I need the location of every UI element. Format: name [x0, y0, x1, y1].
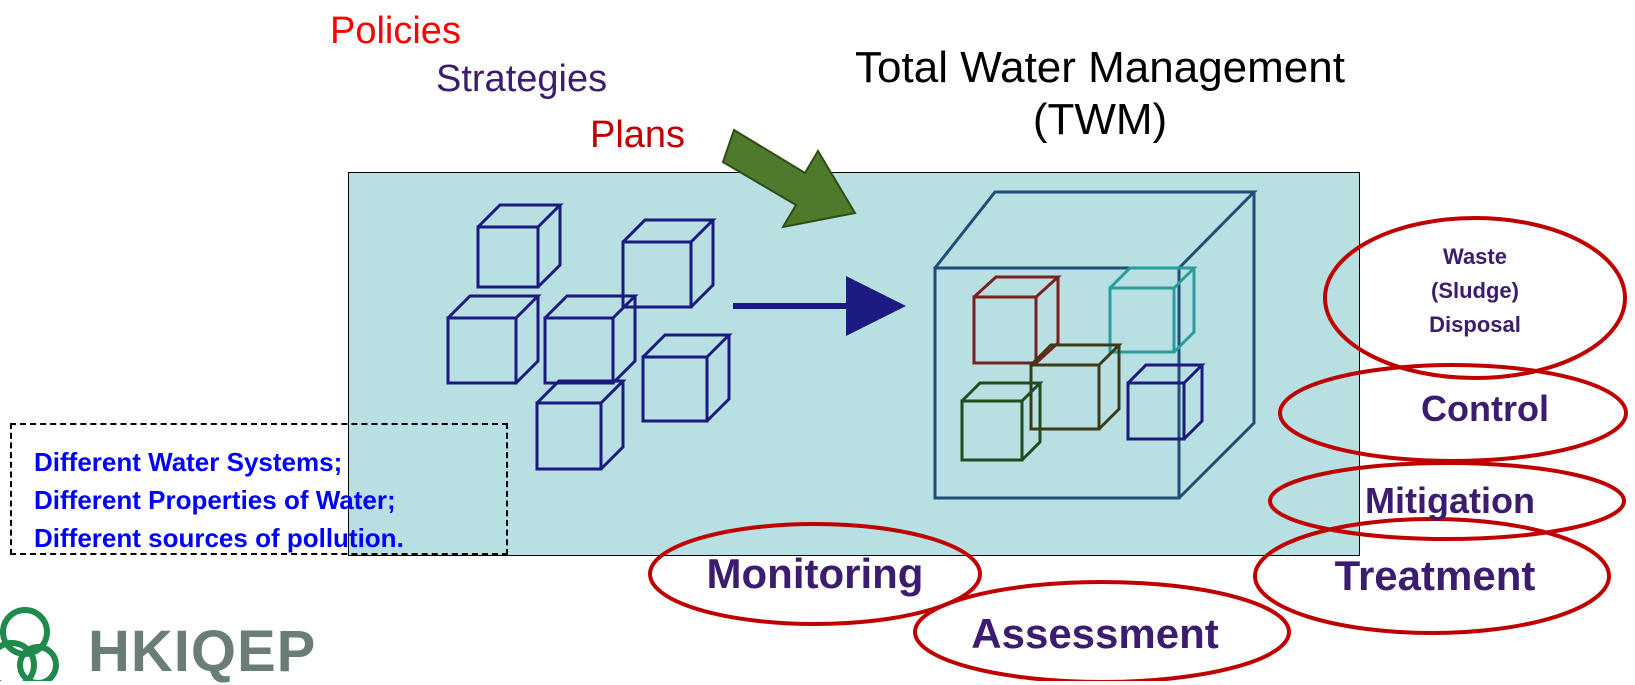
control-label: Control: [1421, 388, 1549, 429]
assessment-oval: [913, 580, 1291, 681]
note-box: Different Water Systems; Different Prope…: [10, 423, 508, 555]
teal-cube-icon: [1108, 266, 1198, 354]
title-line-1: Total Water Management: [855, 43, 1345, 92]
ovals: [648, 216, 1628, 681]
cube-icon: [621, 218, 717, 309]
waste-oval: [1323, 216, 1627, 380]
waste-label: Waste (Sludge) Disposal: [1380, 240, 1570, 342]
monitoring-oval: [648, 522, 982, 626]
waste-line-2: (Sludge): [1431, 278, 1519, 303]
waste-line-3: Disposal: [1429, 312, 1521, 337]
control-oval: [1278, 363, 1628, 463]
cube-icon: [446, 294, 542, 385]
cube-icon: [476, 203, 564, 289]
strategies-label: Strategies: [436, 58, 608, 100]
scattered-cubes: [446, 203, 733, 471]
input-arrow: [721, 128, 857, 229]
mitigation-oval: [1268, 461, 1626, 541]
cube-icon: [543, 294, 639, 385]
hkiqep-logo-icon: [0, 607, 59, 681]
green-cube-icon: [960, 381, 1044, 462]
blue-cube-icon: [1126, 363, 1206, 441]
cube-icon: [641, 333, 733, 423]
policies-label: Policies: [330, 10, 461, 52]
diagram-title: Total Water Management (TWM): [830, 42, 1370, 146]
note-line-3: Different sources of pollution.: [34, 523, 404, 553]
title-line-2: (TWM): [1032, 95, 1168, 144]
cube-icon: [535, 379, 627, 471]
logo-text: HKIQEP: [88, 619, 317, 684]
monitoring-label: Monitoring: [706, 550, 924, 597]
red-cube-icon: [972, 275, 1062, 365]
mitigation-label: Mitigation: [1365, 480, 1535, 521]
note-line-2: Different Properties of Water;: [34, 485, 396, 515]
plans-label: Plans: [590, 114, 686, 156]
note-line-1: Different Water Systems;: [34, 447, 343, 477]
assessment-label: Assessment: [971, 610, 1219, 657]
olive-cube-icon: [1029, 343, 1123, 431]
treatment-oval: [1253, 517, 1611, 635]
treatment-label: Treatment: [1334, 552, 1536, 599]
waste-line-1: Waste: [1443, 244, 1507, 269]
